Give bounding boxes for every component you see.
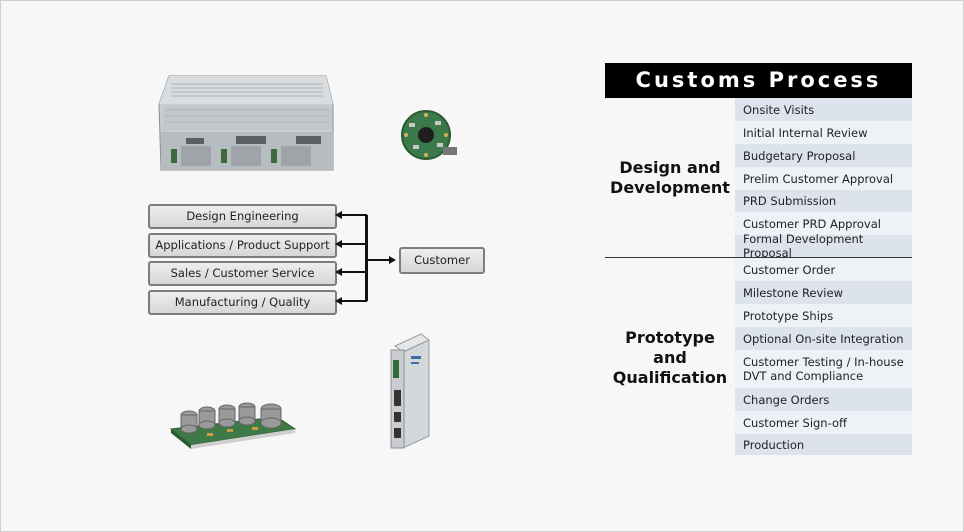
arrowhead-3 <box>335 268 342 276</box>
process-step: Customer Sign-off <box>735 411 912 434</box>
phase-2-line-3: Qualification <box>612 368 728 387</box>
process-step: Onsite Visits <box>735 98 912 121</box>
process-step: Optional On-site Integration <box>735 327 912 350</box>
servo-drive-chassis-image <box>158 75 334 171</box>
arrowhead-1 <box>335 211 342 219</box>
process-step: Production <box>735 434 912 455</box>
process-step: Prelim Customer Approval <box>735 167 912 190</box>
process-step: Change Orders <box>735 388 912 411</box>
process-step-line-1: Customer Testing / In-house <box>743 355 904 369</box>
phase-1-line-2: Development <box>610 178 730 197</box>
process-step-line-2: DVT and Compliance <box>743 369 864 383</box>
phase-1-line-1: Design and <box>619 158 721 177</box>
phase-2-line-1: Prototype <box>625 328 715 347</box>
process-step: Customer Order <box>735 258 912 281</box>
customer-box: Customer <box>399 247 485 274</box>
department-applications-product-support: Applications / Product Support <box>148 233 337 258</box>
connector-vertical-bus <box>365 215 368 301</box>
department-sales-customer-service: Sales / Customer Service <box>148 261 337 286</box>
phase-divider <box>605 257 912 258</box>
department-manufacturing-quality: Manufacturing / Quality <box>148 290 337 315</box>
phase-2-line-2: and <box>653 348 687 367</box>
arrowhead-customer <box>389 256 396 264</box>
arrowhead-4 <box>335 297 342 305</box>
round-circuit-board-image <box>401 110 457 160</box>
table-title: Customs Process <box>605 63 912 98</box>
arrowhead-2 <box>335 240 342 248</box>
connector-line-4 <box>342 300 367 302</box>
connector-line-3 <box>342 271 367 273</box>
process-step-multiline: Customer Testing / In-house DVT and Comp… <box>735 350 912 388</box>
process-step: Customer PRD Approval <box>735 212 912 235</box>
process-step: Prototype Ships <box>735 304 912 327</box>
connector-line-2 <box>342 243 367 245</box>
process-step: PRD Submission <box>735 190 912 212</box>
process-step: Budgetary Proposal <box>735 144 912 167</box>
phase-prototype-qualification-label: Prototype and Qualification <box>605 328 735 388</box>
department-design-engineering: Design Engineering <box>148 204 337 229</box>
process-step: Milestone Review <box>735 281 912 304</box>
phase-design-development-label: Design and Development <box>605 158 735 198</box>
connector-to-customer <box>368 259 390 261</box>
connector-line-1 <box>342 214 367 216</box>
process-step: Formal Development Proposal <box>735 232 912 260</box>
panel-mount-drive-image <box>390 333 430 449</box>
process-step: Initial Internal Review <box>735 121 912 144</box>
power-board-with-capacitors-image <box>169 402 297 449</box>
